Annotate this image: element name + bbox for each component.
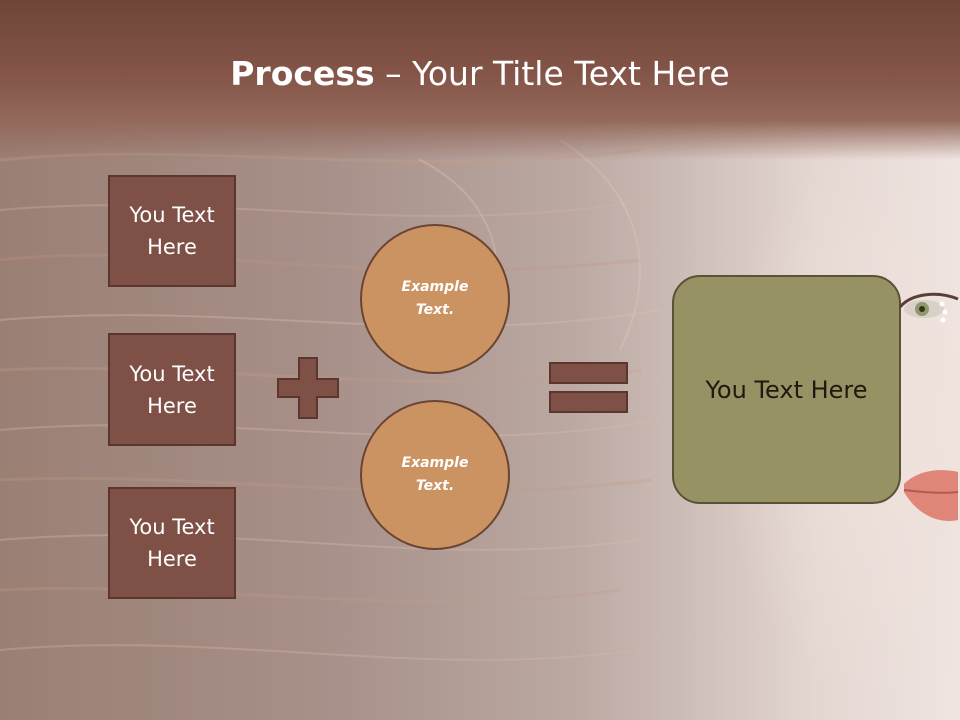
lips-decoration [903,470,959,521]
result-box: You Text Here [672,275,901,504]
text-box-1-label: You Text Here [129,203,215,259]
title-text: Your Title Text Here [412,54,730,93]
title-separator: – [374,54,413,93]
slide-title: Process – Your Title Text Here [0,52,960,96]
plus-icon [277,357,339,419]
example-circle-1-label: Example Text. [401,279,469,318]
text-box-3: You Text Here [108,487,236,599]
title-bold: Process [230,54,375,93]
text-box-2-label: You Text Here [129,361,215,418]
example-circle-2: Example Text. [360,400,510,550]
text-box-1: You Text Here [108,175,236,287]
text-box-3-label: You Text Here [129,515,215,571]
text-box-2: You Text Here [108,333,236,446]
example-circle-2-label: Example Text. [401,455,469,494]
header-band [0,0,960,160]
result-box-label: You Text Here [705,375,868,404]
equals-icon [549,362,628,413]
example-circle-1: Example Text. [360,224,510,374]
eye-decoration [898,292,959,323]
